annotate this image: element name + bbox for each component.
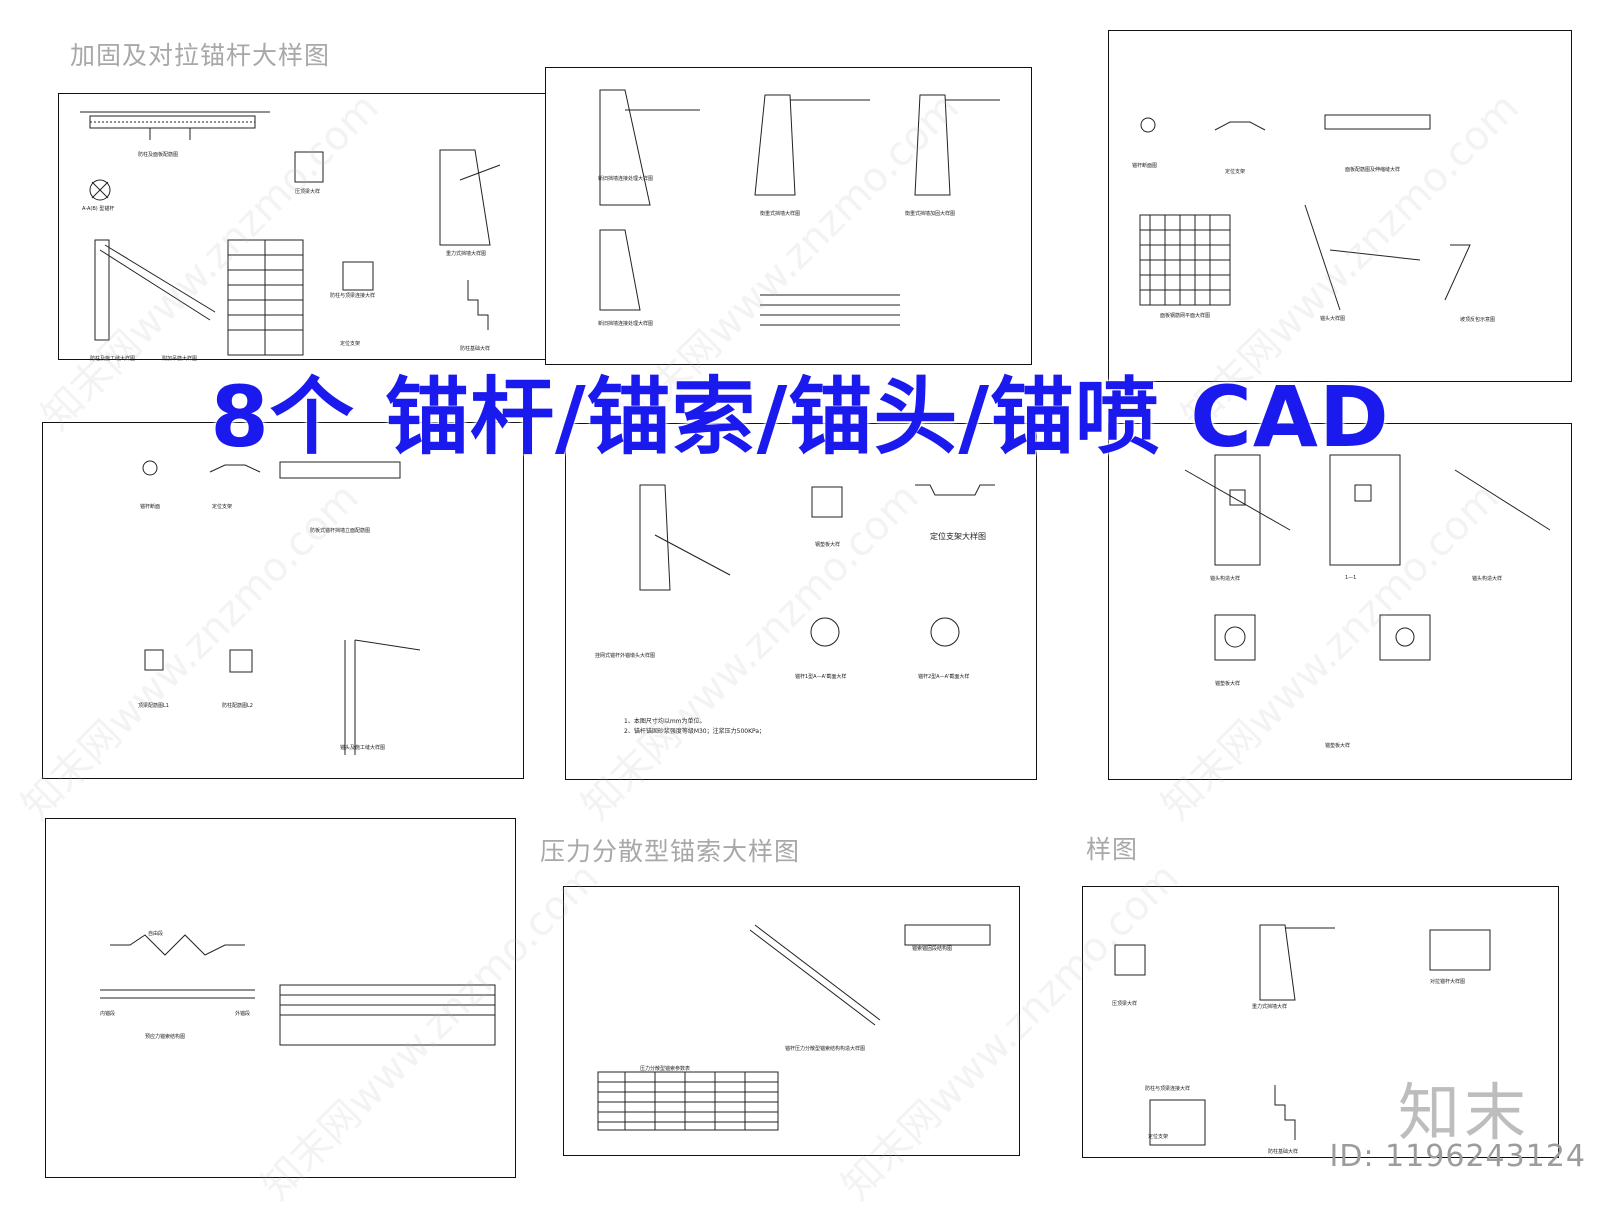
s4-title-2: 防板式锚杆挡墙立面配筋图 xyxy=(310,528,371,534)
s3-title-5: 坡顶反包示意图 xyxy=(1460,317,1496,323)
s9-title-0: 压顶梁大样 xyxy=(1112,1001,1138,1007)
drawing-sheet-1 xyxy=(34,85,548,370)
s4-title-3: 顶梁配筋图L1 xyxy=(138,703,169,709)
s1-title-6: 重力式挡墙大样图 xyxy=(446,251,487,257)
s7-title-2: 内锚段 xyxy=(100,1011,116,1017)
s6-title-2: 锚头构造大样 xyxy=(1472,576,1503,582)
s7-title-0: 预应力锚索结构图 xyxy=(145,1034,186,1040)
sheet-8-caption: 压力分散型锚索大样图 xyxy=(540,837,801,866)
s3-title-1: 定位支架 xyxy=(1225,169,1246,175)
s2-title-2: 衡重式挡墙加固大样图 xyxy=(905,211,956,217)
s5-title-3: 锚杆1型A—A'截面大样 xyxy=(795,674,847,680)
drawing-sheet-5 xyxy=(565,423,1037,780)
s8-title-1: 锚杆压力分散型锚索结构构造大样图 xyxy=(785,1046,866,1052)
s8-title-2: 压力分散型锚索参数表 xyxy=(640,1066,691,1072)
image-id: ID: 1196243124 xyxy=(1329,1139,1586,1174)
s2-title-0: 新旧挡墙连接处理大样图 xyxy=(598,176,654,182)
s4-title-1: 定位支架 xyxy=(212,504,233,510)
s7-title-3: 外锚段 xyxy=(235,1011,251,1017)
s6-title-0: 锚头构造大样 xyxy=(1210,576,1241,582)
s3-title-2: 面板配筋图及伸缩缝大样 xyxy=(1345,167,1401,173)
s1-title-8: 防柱基础大样 xyxy=(460,346,491,352)
s6-title-3: 锚垫板大样 xyxy=(1215,681,1241,687)
s6-title-1: 1—1 xyxy=(1345,575,1357,581)
s5-note-0: 1、本图尺寸均以mm为单位。 xyxy=(624,718,706,725)
drawing-sheet-4 xyxy=(42,422,524,779)
s9-title-3: 定位支架 xyxy=(1148,1134,1169,1140)
s4-title-4: 防柱配筋图L2 xyxy=(222,703,253,709)
drawing-sheet-9 xyxy=(1082,886,1559,1158)
sheet-9-caption: 样图 xyxy=(1086,835,1139,864)
s1-title-2: 防柱及施工缝大样图 xyxy=(90,356,136,362)
s8-title-0: 锚索锚固段结构图 xyxy=(912,946,953,952)
s1-title-7: 定位支架 xyxy=(340,341,361,347)
brand-logo: 知末 xyxy=(1397,1076,1530,1149)
s1-title-4: 压顶梁大样 xyxy=(295,189,321,195)
s9-title-2: 防柱与顶梁连接大样 xyxy=(1145,1086,1191,1092)
s9-title-4: 防柱基础大样 xyxy=(1268,1149,1299,1155)
s7-title-1: 自由段 xyxy=(148,931,164,937)
s1-title-5: 防柱与顶梁连接大样 xyxy=(330,293,376,299)
headline-title: 8个 锚杆/锚索/锚头/锚喷 CAD xyxy=(210,368,1390,466)
drawing-sheet-6 xyxy=(1108,423,1572,780)
s9-title-5: 对拉锚杆大样图 xyxy=(1430,979,1466,985)
s9-title-1: 重力式挡墙大样 xyxy=(1252,1004,1288,1010)
s2-title-3: 新旧挡墙连接处理大样图 xyxy=(598,321,654,327)
s2-title-1: 衡重式挡墙大样图 xyxy=(760,211,801,217)
s1-title-1: A-A(B) 型锚杆 xyxy=(82,206,115,212)
s3-title-4: 锚头大样图 xyxy=(1320,316,1346,322)
s5-note-1: 2、锚杆锚固砂浆强度等级M30；注浆压力500KPa； xyxy=(624,728,766,735)
s5-title-4: 锚杆2型A—A'截面大样 xyxy=(918,674,970,680)
s3-title-0: 锚杆断面图 xyxy=(1132,163,1158,169)
s6-title-4: 锚垫板大样 xyxy=(1325,743,1351,749)
drawing-sheet-8 xyxy=(563,886,1020,1156)
s5-title-0: 挂网式锚杆外锚墩头大样图 xyxy=(595,653,656,659)
s1-title-3: 附加吊筋大样图 xyxy=(162,356,198,362)
sheet-1-caption: 加固及对拉锚杆大样图 xyxy=(70,41,331,70)
s1-title-0: 防柱及面板配筋图 xyxy=(138,152,179,158)
drawing-sheet-3 xyxy=(1108,30,1572,382)
s5-title-1: 钢垫板大样 xyxy=(815,542,841,548)
s4-title-5: 锚头及施工缝大样图 xyxy=(340,745,386,751)
s3-title-3: 面板钢筋网平面大样图 xyxy=(1160,313,1211,319)
s5-title-2: 定位支架大样图 xyxy=(930,532,986,541)
s4-title-0: 锚杆断面 xyxy=(140,504,161,510)
